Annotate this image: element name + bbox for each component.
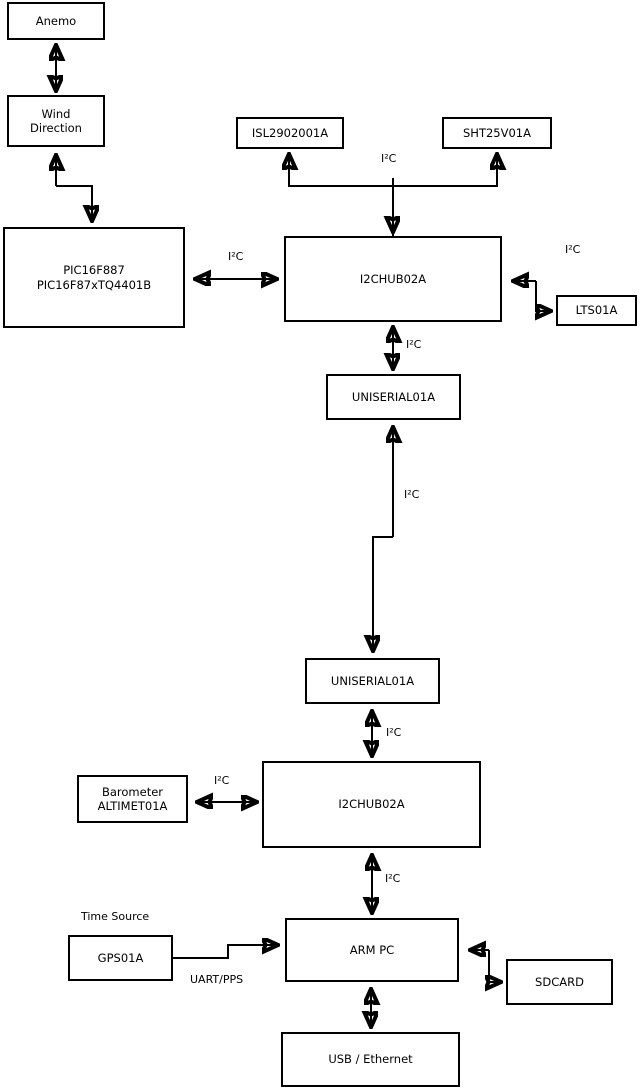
- node-usb-ethernet[interactable]: USB / Ethernet: [281, 1032, 460, 1087]
- node-sht25v01a-label: SHT25V01A: [463, 125, 531, 140]
- node-uniserial01a-top-label: UNISERIAL01A: [351, 389, 436, 404]
- node-gps01a[interactable]: GPS01A: [68, 935, 173, 981]
- edge-label-pic-hub: I²C: [228, 250, 244, 263]
- node-i2chub02a-top-label: I2CHUB02A: [359, 271, 427, 286]
- edge-label-hub2-armpc: I²C: [385, 872, 401, 885]
- node-lts01a-label: LTS01A: [575, 303, 618, 318]
- node-i2chub02a-bottom-label: I2CHUB02A: [338, 797, 405, 812]
- node-arm-pc[interactable]: ARM PC: [285, 918, 459, 982]
- edge-pic-wind: [56, 156, 92, 220]
- edge-label-hub-lts: I²C: [565, 243, 581, 256]
- node-anemo[interactable]: Anemo: [7, 2, 105, 40]
- annotation-time-source: Time Source: [81, 910, 150, 923]
- edge-hub-top-bus: [289, 155, 497, 236]
- node-uniserial01a-bottom[interactable]: UNISERIAL01A: [305, 658, 440, 704]
- node-pic-mcu-label: PIC16F887 PIC16F87xTQ4401B: [36, 263, 152, 292]
- node-i2chub02a-bottom[interactable]: I2CHUB02A: [262, 761, 481, 848]
- node-barometer-altimet01a[interactable]: Barometer ALTIMET01A: [77, 775, 188, 823]
- edge-hub-lts: [514, 281, 550, 311]
- edge-label-barometer-hub2: I²C: [214, 774, 230, 787]
- node-pic-mcu[interactable]: PIC16F887 PIC16F87xTQ4401B: [3, 227, 185, 328]
- node-sdcard[interactable]: SDCARD: [506, 959, 613, 1005]
- node-wind-direction[interactable]: Wind Direction: [7, 95, 105, 147]
- node-anemo-label: Anemo: [35, 13, 77, 28]
- node-uniserial01a-bottom-label: UNISERIAL01A: [330, 673, 415, 688]
- edge-label-gps-armpc: UART/PPS: [190, 973, 244, 986]
- edge-armpc-sdcard: [471, 950, 500, 982]
- edge-label-hub-uniserial: I²C: [406, 338, 422, 351]
- node-sdcard-label: SDCARD: [535, 974, 584, 989]
- edge-uniserial-link: [373, 428, 393, 650]
- node-isl2902001a-label: ISL2902001A: [251, 125, 329, 140]
- node-gps01a-label: GPS01A: [97, 950, 144, 965]
- node-wind-direction-label: Wind Direction: [30, 106, 82, 135]
- edge-gps-armpc: [173, 945, 277, 959]
- node-isl2902001a[interactable]: ISL2902001A: [236, 117, 344, 149]
- node-sht25v01a[interactable]: SHT25V01A: [442, 117, 552, 149]
- node-arm-pc-label: ARM PC: [349, 942, 395, 957]
- node-uniserial01a-top[interactable]: UNISERIAL01A: [326, 374, 461, 420]
- node-usb-ethernet-label: USB / Ethernet: [328, 1052, 413, 1067]
- node-i2chub02a-top[interactable]: I2CHUB02A: [284, 236, 502, 322]
- edge-label-uniserial-hub2: I²C: [386, 726, 402, 739]
- node-barometer-altimet01a-label: Barometer ALTIMET01A: [97, 784, 168, 813]
- edge-label-bus-top: I²C: [381, 152, 397, 165]
- node-lts01a[interactable]: LTS01A: [556, 295, 637, 326]
- edge-label-uniserial-link: I²C: [404, 488, 420, 501]
